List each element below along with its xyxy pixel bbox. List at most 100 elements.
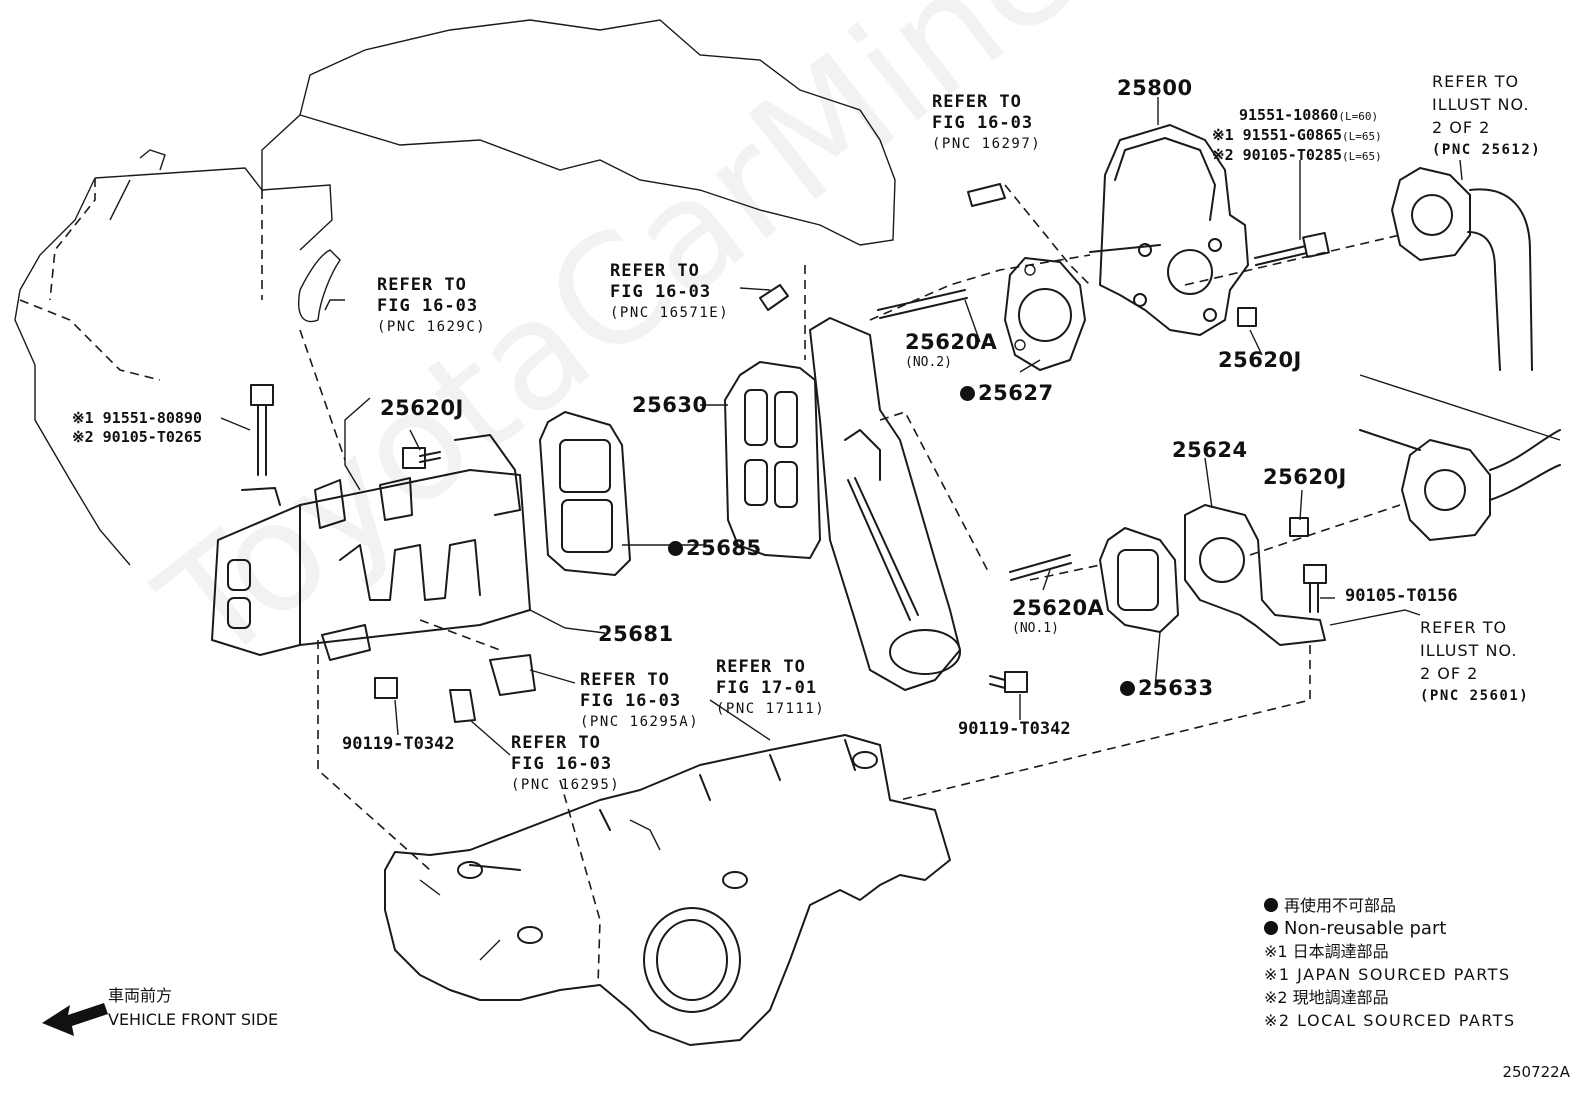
refer-pnc: (PNC 16571E) [610, 305, 730, 321]
engine-block-outline [14, 19, 896, 566]
refer-line2: ILLUST NO. [1420, 641, 1518, 660]
egr-cooler-25681 [211, 434, 531, 661]
assembly-dash-lines [299, 184, 1401, 986]
legend-local-jp: ※2 現地調達部品 [1264, 988, 1389, 1007]
bolt-part-number: ※1 91551-G0865 [1212, 126, 1342, 144]
bolt-length: (L=65) [1341, 150, 1382, 163]
refer-line2: FIG 16-03 [610, 282, 712, 302]
part-label-25800: 25800 [1117, 76, 1193, 100]
front-arrow-icon [42, 1003, 108, 1036]
part-label-25620j-left: 25620J [380, 396, 464, 420]
part-label-25624: 25624 [1172, 438, 1248, 462]
exhaust-flange-top [1391, 167, 1533, 371]
refer-pnc: (PNC 25601) [1420, 688, 1530, 704]
refer-illust-pnc-25601[interactable]: REFER TO ILLUST NO. 2 OF 2 (PNC 25601) [1420, 616, 1529, 708]
non-reusable-dot-icon [1264, 921, 1278, 935]
bolt-alt-top-2: ※2 90105-T0285(L=65) [1212, 146, 1382, 166]
refer-line1: REFER TO [580, 670, 670, 690]
refer-fig-16-03-pnc-16295a[interactable]: REFER TO FIG 16-03 (PNC 16295A) [580, 670, 699, 733]
refer-pnc: (PNC 16297) [932, 136, 1042, 152]
part-number: 25627 [978, 381, 1054, 405]
gasket-25627 [1004, 257, 1086, 371]
legend-text: Non-reusable part [1284, 918, 1447, 939]
refer-line2: FIG 16-03 [511, 754, 613, 774]
part-sub-no2: (NO.2) [905, 355, 952, 370]
refer-line2: FIG 16-03 [932, 113, 1034, 133]
refer-fig-17-01-pnc-17111[interactable]: REFER TO FIG 17-01 (PNC 17111) [716, 657, 825, 720]
gasket-25633 [1099, 527, 1179, 633]
bolt-part-number: 91551-10860 [1239, 106, 1339, 124]
part-label-90119-right: 90119-T0342 [958, 719, 1071, 739]
refer-pnc: (PNC 25612) [1432, 142, 1542, 158]
refer-line3: 2 OF 2 [1420, 664, 1479, 683]
refer-pnc: (PNC 16295) [511, 777, 621, 793]
bolt-length: (L=65) [1341, 130, 1382, 143]
refer-fig-16-03-pnc-16571e[interactable]: REFER TO FIG 16-03 (PNC 16571E) [610, 261, 729, 324]
bolt-alt-top-0: 91551-10860(L=60) [1212, 106, 1382, 126]
egr-bypass-25630 [724, 317, 961, 691]
refer-illust-pnc-25612[interactable]: REFER TO ILLUST NO. 2 OF 2 (PNC 25612) [1432, 70, 1541, 162]
bolt-alt-left-1: ※1 91551-80890 [72, 409, 202, 427]
legend-non-reusable-jp: 再使用不可部品 [1264, 894, 1516, 917]
refer-fig-16-03-pnc-1629c[interactable]: REFER TO FIG 16-03 (PNC 1629C) [377, 275, 486, 338]
refer-line1: REFER TO [716, 657, 806, 677]
refer-line2: FIG 17-01 [716, 678, 818, 698]
legend-non-reusable-en: Non-reusable part [1264, 917, 1516, 940]
bracket-25624 [1184, 504, 1326, 646]
part-number: 25633 [1138, 676, 1214, 700]
refer-line2: FIG 16-03 [377, 296, 479, 316]
exhaust-flange-bottom [1359, 374, 1561, 541]
bolt-alt-top-1: ※1 91551-G0865(L=65) [1212, 126, 1382, 146]
egr-valve-25800 [1089, 124, 1249, 336]
legend-text: 再使用不可部品 [1284, 896, 1397, 915]
refer-pnc: (PNC 17111) [716, 701, 826, 717]
figure-id: 250722A [1502, 1063, 1570, 1081]
refer-fig-16-03-pnc-16295[interactable]: REFER TO FIG 16-03 (PNC 16295) [511, 733, 620, 796]
part-label-25630: 25630 [632, 393, 708, 417]
part-label-25620a-no1: 25620A [1012, 596, 1105, 620]
bolt-part-number: ※2 90105-T0285 [1212, 146, 1342, 164]
part-label-90105-t0156: 90105-T0156 [1345, 586, 1458, 606]
refer-line2: ILLUST NO. [1432, 95, 1530, 114]
part-label-25627: 25627 [960, 383, 1054, 404]
vehicle-front-en: VEHICLE FRONT SIDE [108, 1010, 279, 1029]
refer-pnc: (PNC 16295A) [580, 714, 700, 730]
bolt-length: (L=60) [1338, 110, 1379, 123]
bolt-alt-top: 91551-10860(L=60) ※1 91551-G0865(L=65) ※… [1212, 106, 1382, 166]
bolt-alt-left: ※1 91551-80890 ※2 90105-T0265 [72, 409, 202, 447]
bolts [250, 231, 1330, 699]
part-label-25620j-top: 25620J [1218, 348, 1302, 372]
legend-japan-jp: ※1 日本調達部品 [1264, 942, 1389, 961]
legend-local-en: ※2 LOCAL SOURCED PARTS [1264, 1011, 1516, 1030]
refer-line1: REFER TO [610, 261, 700, 281]
refer-line3: 2 OF 2 [1432, 118, 1491, 137]
non-reusable-dot-icon [960, 386, 975, 401]
gasket-25685 [539, 411, 631, 576]
part-label-25681: 25681 [598, 622, 674, 646]
part-label-90119-left: 90119-T0342 [342, 734, 455, 754]
non-reusable-dot-icon [1264, 898, 1278, 912]
leader-lines [220, 97, 1463, 756]
bolt-alt-left-2: ※2 90105-T0265 [72, 428, 202, 446]
refer-pnc: (PNC 1629C) [377, 319, 487, 335]
part-sub-no1: (NO.1) [1012, 621, 1059, 636]
refer-fig-16-03-pnc-16297[interactable]: REFER TO FIG 16-03 (PNC 16297) [932, 92, 1041, 155]
vehicle-front-jp: 車両前方 [108, 986, 173, 1005]
intake-manifold [384, 734, 951, 1046]
part-label-25620j-right: 25620J [1263, 465, 1347, 489]
part-number: 25685 [686, 536, 762, 560]
refer-line2: FIG 16-03 [580, 691, 682, 711]
non-reusable-dot-icon [668, 541, 683, 556]
refer-line1: REFER TO [1432, 72, 1520, 91]
legend-japan-en: ※1 JAPAN SOURCED PARTS [1264, 965, 1511, 984]
refer-line1: REFER TO [377, 275, 467, 295]
vehicle-front-label: 車両前方 VEHICLE FRONT SIDE [42, 982, 278, 1029]
part-label-25633: 25633 [1120, 678, 1214, 699]
refer-line1: REFER TO [511, 733, 601, 753]
non-reusable-dot-icon [1120, 681, 1135, 696]
refer-line1: REFER TO [1420, 618, 1508, 637]
refer-line1: REFER TO [932, 92, 1022, 112]
part-label-25685: 25685 [668, 538, 762, 559]
